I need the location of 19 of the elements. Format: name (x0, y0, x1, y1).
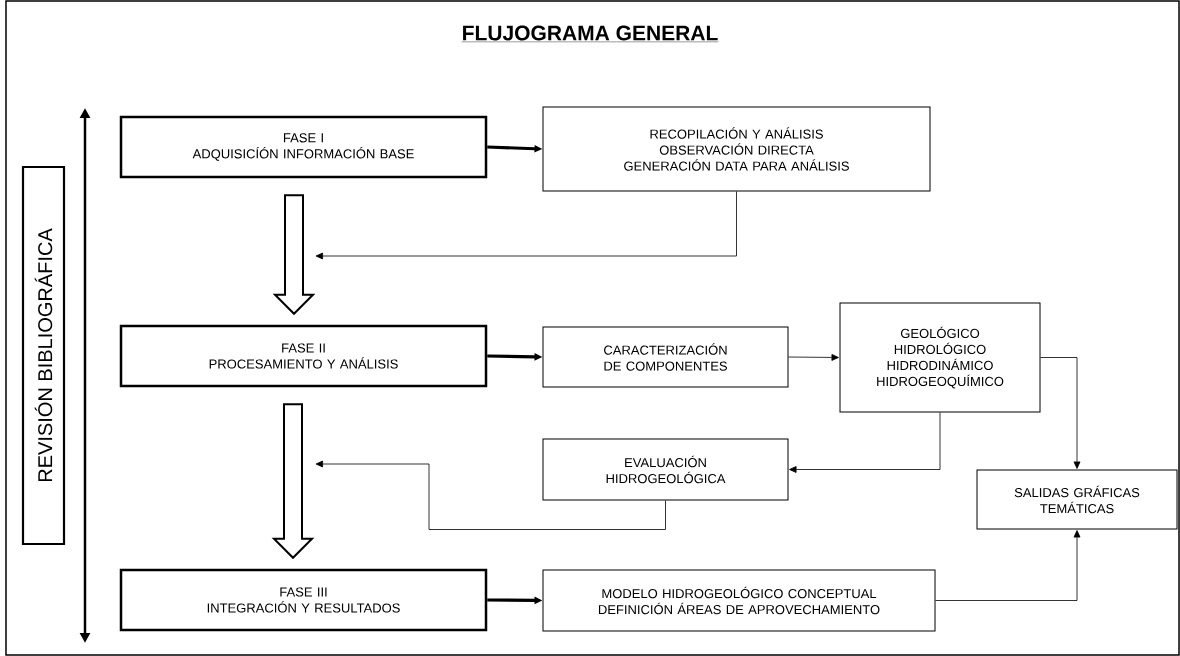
block-arrow (271, 403, 315, 560)
arrow (315, 191, 737, 260)
process-box: EVALUACIÓN HIDROGEOLÓGICA (542, 438, 789, 501)
phase-box: FASE III INTEGRACIÓN Y RESULTADOS (119, 568, 488, 632)
phase-box: FASE I ADQUISICÍÓN INFORMACIÓN BASE (119, 115, 488, 179)
process-box: GEOLÓGICO HIDROLÓGICO HIDRODINÁMICO HIDROGEOQUÍMICO (839, 302, 1041, 413)
process-box: RECOPILACIÓN Y ANÁLISIS OBSERVACIÓN DIRECTA GENERACIÓN DATA PARA ANÁLISIS (542, 106, 931, 192)
title: FLUJOGRAMA GENERAL (461, 25, 719, 43)
arrow (935, 530, 1081, 601)
phase-box: FASE II PROCESAMIENTO Y ANÁLISIS (119, 324, 488, 388)
process-box: CARACTERIZACIÓN DE COMPONENTES (542, 326, 789, 388)
block-arrow (272, 194, 316, 316)
side-label-box: REVISIÓN BIBLIOGRÁFICA (21, 165, 66, 546)
arrow (789, 412, 941, 473)
output-box: SALIDAS GRÁFICAS TEMÁTICAS (976, 469, 1178, 530)
arrow (788, 354, 839, 361)
process-box: MODELO HIDROGEOLÓGICO CONCEPTUAL DEFINICIÓN ÁREAS DE APROVECHAMIENTO (542, 569, 936, 632)
arrow (315, 460, 666, 530)
arrow (1040, 357, 1081, 469)
